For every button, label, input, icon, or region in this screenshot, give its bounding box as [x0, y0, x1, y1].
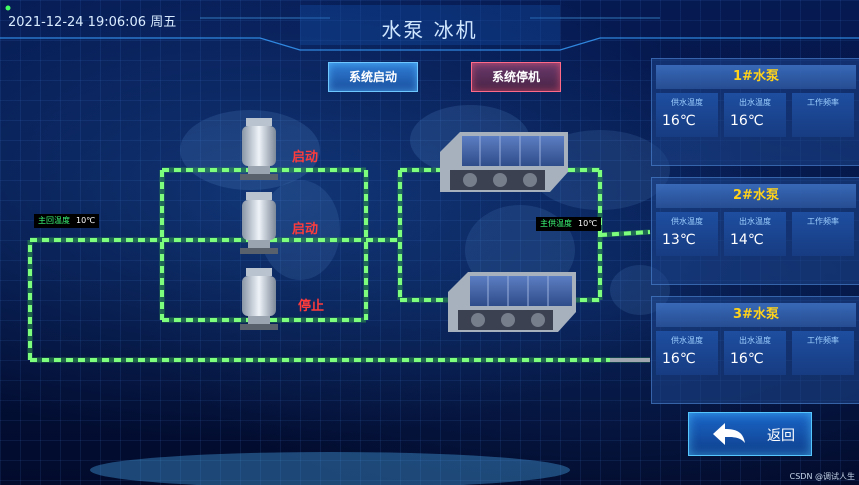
pump-1-supply-cell: 供水温度 16℃: [656, 93, 718, 137]
header-frame: [0, 5, 859, 51]
pump-2: [240, 192, 278, 254]
supply-temp-value: 10℃: [578, 219, 598, 228]
pump-2-outlet-cell: 出水温度 14℃: [724, 212, 786, 256]
pump-3: [240, 268, 278, 330]
pump-3-panel-title: 3#水泵: [656, 303, 856, 327]
back-button[interactable]: 返回: [688, 412, 812, 456]
system-stop-button[interactable]: 系统停机: [471, 62, 561, 92]
bottom-glow: [90, 452, 570, 485]
chiller-1: [440, 132, 568, 192]
pump-2-panel-title: 2#水泵: [656, 184, 856, 208]
pump-1-panel-title: 1#水泵: [656, 65, 856, 89]
pump-3-freq-cell: 工作频率: [792, 331, 854, 375]
datetime-display: 2021-12-24 19:06:06 周五: [8, 15, 177, 30]
supply-temp-cell-value: 16℃: [662, 351, 696, 367]
supply-temp-readout: 主供温度 10℃: [536, 217, 602, 231]
pump-2-supply-cell: 供水温度 13℃: [656, 212, 718, 256]
pump-3-status: 停止: [298, 299, 325, 314]
supply-temp-cell-value: 16℃: [662, 113, 696, 129]
supply-temp-label: 主供温度: [540, 219, 572, 228]
outlet-temp-cell-label: 出水温度: [739, 336, 771, 345]
pump-3-panel: 3#水泵 供水温度 16℃ 出水温度 16℃ 工作频率: [651, 296, 859, 404]
pump-1-status: 启动: [292, 150, 319, 165]
pump-1-freq-cell: 工作频率: [792, 93, 854, 137]
back-button-label: 返回: [767, 428, 795, 444]
outlet-temp-cell-value: 16℃: [730, 113, 764, 129]
outlet-temp-cell-value: 14℃: [730, 232, 764, 248]
pump-1: [240, 118, 278, 180]
pump-2-freq-cell: 工作频率: [792, 212, 854, 256]
pump-2-status: 启动: [292, 222, 319, 237]
return-temp-label: 主回温度: [38, 216, 70, 225]
pump-1-panel: 1#水泵 供水温度 16℃ 出水温度 16℃ 工作频率: [651, 58, 859, 166]
supply-temp-cell-value: 13℃: [662, 232, 696, 248]
freq-cell-label: 工作频率: [807, 217, 839, 226]
page-title: 水泵 冰机: [381, 18, 478, 42]
freq-cell-label: 工作频率: [807, 336, 839, 345]
return-temp-readout: 主回温度 10℃: [34, 214, 100, 228]
outlet-temp-cell-label: 出水温度: [739, 217, 771, 226]
pump-3-outlet-cell: 出水温度 16℃: [724, 331, 786, 375]
supply-temp-cell-label: 供水温度: [671, 336, 703, 345]
pump-1-outlet-cell: 出水温度 16℃: [724, 93, 786, 137]
freq-cell-label: 工作频率: [807, 98, 839, 107]
return-temp-value: 10℃: [76, 216, 96, 225]
back-arrow-icon: [713, 423, 745, 445]
watermark: CSDN @调试人生: [789, 472, 855, 481]
outlet-temp-cell-label: 出水温度: [739, 98, 771, 107]
chiller-2: [448, 272, 576, 332]
pump-2-panel: 2#水泵 供水温度 13℃ 出水温度 14℃ 工作频率: [651, 177, 859, 285]
system-start-button[interactable]: 系统启动: [328, 62, 418, 92]
supply-temp-cell-label: 供水温度: [671, 98, 703, 107]
outlet-temp-cell-value: 16℃: [730, 351, 764, 367]
pump-3-supply-cell: 供水温度 16℃: [656, 331, 718, 375]
supply-temp-cell-label: 供水温度: [671, 217, 703, 226]
